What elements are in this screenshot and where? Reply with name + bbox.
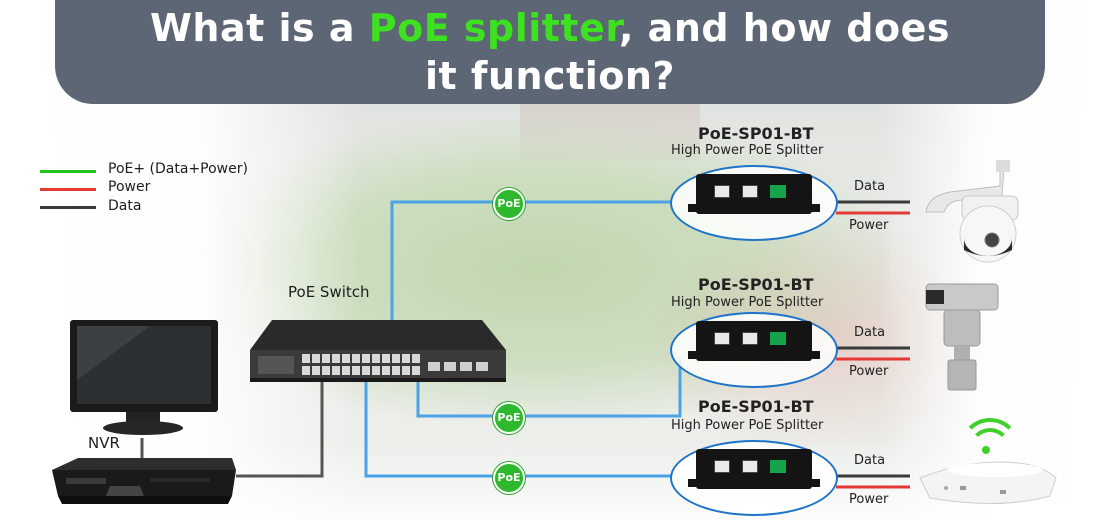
legend-label-poe: PoE+ (Data+Power) — [108, 161, 248, 177]
splitter-power-label-1: Power — [849, 218, 889, 233]
switch-rj45-port — [332, 366, 340, 375]
splitter-data-label-2: Data — [854, 325, 886, 340]
legend-swatch-poe — [40, 170, 96, 173]
splitter-power-label-3: Power — [849, 492, 889, 507]
ethernet-port-icon — [742, 460, 758, 473]
ethernet-port-icon — [742, 185, 758, 198]
switch-rj45-port — [362, 354, 370, 363]
switch-rj45-port — [302, 354, 310, 363]
poe-cable-2 — [416, 358, 682, 418]
legend-swatch-power — [40, 188, 96, 191]
switch-rj45-port — [412, 366, 420, 375]
poe-badge-2: PoE — [493, 402, 525, 434]
nvr-cable — [236, 372, 324, 478]
switch-rj45-port — [322, 366, 330, 375]
splitter-subtitle-2: High Power PoE Splitter — [671, 295, 824, 310]
wifi-signal-icon — [960, 418, 1020, 464]
dc-terminal-icon — [770, 185, 786, 198]
switch-sfp-port — [460, 362, 472, 371]
switch-rj45-port — [312, 354, 320, 363]
poe-badge-1: PoE — [493, 188, 525, 220]
splitter-model-3: PoE-SP01-BT — [698, 397, 814, 416]
switch-rj45-port — [402, 366, 410, 375]
switch-rj45-port — [342, 354, 350, 363]
switch-rj45-port — [382, 354, 390, 363]
switch-rj45-port — [322, 354, 330, 363]
switch-rj45-port — [352, 366, 360, 375]
poe-splitter-device-2 — [688, 321, 820, 361]
switch-sfp-port — [428, 362, 440, 371]
switch-sfp-port — [476, 362, 488, 371]
splitter-model-1: PoE-SP01-BT — [698, 124, 814, 143]
splitter-power-label-2: Power — [849, 364, 889, 379]
switch-rj45-port — [312, 366, 320, 375]
monitor-icon — [70, 320, 218, 435]
switch-rj45-port — [372, 366, 380, 375]
switch-rj45-port — [302, 366, 310, 375]
splitter-data-label-3: Data — [854, 453, 886, 468]
switch-rj45-port — [412, 354, 420, 363]
splitter-subtitle-1: High Power PoE Splitter — [671, 143, 824, 158]
ethernet-port-icon — [742, 332, 758, 345]
switch-rj45-port — [382, 366, 390, 375]
switch-rj45-port — [352, 354, 360, 363]
ethernet-port-icon — [714, 460, 730, 473]
ptz-camera-icon — [925, 283, 999, 391]
ethernet-port-icon — [714, 332, 730, 345]
switch-rj45-port — [342, 366, 350, 375]
switch-label: PoE Switch — [288, 283, 370, 301]
dc-terminal-icon — [770, 460, 786, 473]
poe-cable-3 — [364, 378, 672, 478]
switch-ports — [302, 354, 488, 375]
switch-rj45-port — [362, 366, 370, 375]
legend-label-data: Data — [108, 198, 142, 214]
splitter-data-label-1: Data — [854, 179, 886, 194]
nvr-label: NVR — [88, 434, 120, 452]
dc-terminal-icon — [770, 332, 786, 345]
splitter-subtitle-3: High Power PoE Splitter — [671, 418, 824, 433]
poe-badge-3: PoE — [493, 462, 525, 494]
poe-splitter-device-3 — [688, 449, 820, 489]
legend-label-power: Power — [108, 179, 151, 195]
switch-rj45-port — [332, 354, 340, 363]
switch-sfp-port — [444, 362, 456, 371]
nvr-recorder-icon — [52, 458, 236, 504]
legend-swatch-data — [40, 206, 96, 209]
switch-rj45-port — [392, 354, 400, 363]
ethernet-port-icon — [714, 185, 730, 198]
splitter-model-2: PoE-SP01-BT — [698, 275, 814, 294]
switch-rj45-port — [372, 354, 380, 363]
poe-splitter-device-1 — [688, 174, 820, 214]
switch-rj45-port — [402, 354, 410, 363]
switch-rj45-port — [392, 366, 400, 375]
poe-cable-1 — [390, 200, 672, 352]
speed-dome-camera-icon — [925, 160, 1019, 263]
